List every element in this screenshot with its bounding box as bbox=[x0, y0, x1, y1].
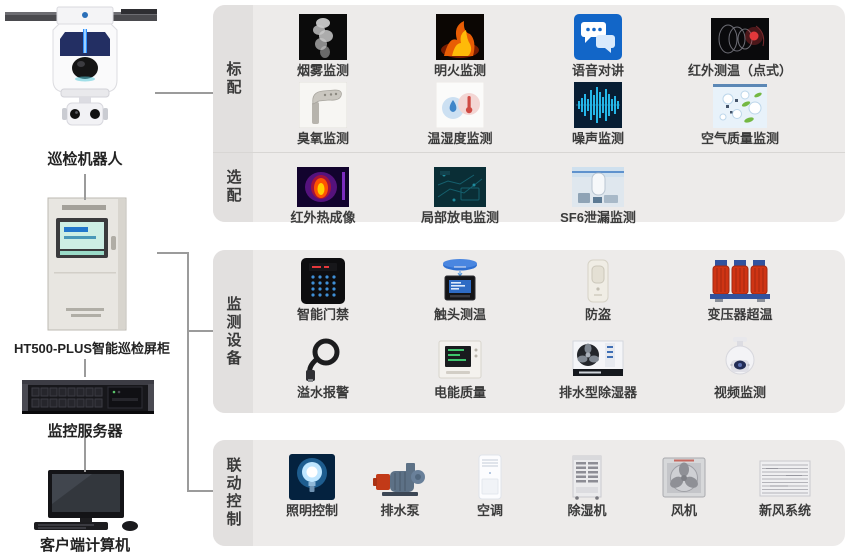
anti-theft-sensor-icon bbox=[587, 259, 609, 303]
item-fresh-air-system: 新风系统 bbox=[737, 454, 833, 519]
section-divider bbox=[213, 152, 845, 153]
partial-discharge-monitor-icon bbox=[434, 167, 486, 207]
item-water-overflow-alarm: 溢水报警 bbox=[248, 336, 398, 401]
access-control-icon bbox=[301, 258, 345, 304]
smoke-monitor-icon bbox=[299, 14, 347, 60]
voice-intercom-icon bbox=[574, 14, 622, 60]
robot-label: 巡检机器人 bbox=[47, 151, 123, 168]
connector-robot-cabinet bbox=[84, 174, 86, 200]
transformer-overtemp-icon bbox=[710, 260, 770, 302]
water-overflow-alarm-icon bbox=[306, 338, 340, 382]
flame-monitor-icon bbox=[436, 14, 484, 60]
item-temp-humidity-monitor: 温湿度监测 bbox=[385, 82, 535, 147]
connector-cabinet-server bbox=[84, 359, 86, 377]
item-dehumidifier: 除湿机 bbox=[539, 454, 635, 519]
dehumidifier-icon bbox=[572, 455, 602, 500]
item-transformer-overtemp: 变压器超温 bbox=[665, 258, 815, 323]
connector-branch-monitoring bbox=[187, 330, 213, 332]
air-conditioner-icon bbox=[478, 454, 502, 500]
section-label-standard: 标配 bbox=[224, 60, 242, 97]
section-strip bbox=[213, 440, 253, 546]
item-sf6-leak-monitor: SF6泄漏监测 bbox=[523, 161, 673, 226]
item-drain-pump: 排水泵 bbox=[352, 454, 448, 519]
noise-monitor-icon bbox=[574, 82, 622, 128]
lighting-control-icon bbox=[289, 454, 335, 500]
contact-temp-icon bbox=[443, 259, 477, 301]
video-camera-icon bbox=[725, 337, 755, 375]
panel-standard-optional: 标配 选配 烟雾监测 明火监测 bbox=[213, 5, 845, 225]
client-computer-label: 客户端计算机 bbox=[39, 537, 130, 554]
client-computer-icon bbox=[34, 470, 138, 531]
connector-server-computer bbox=[84, 438, 86, 472]
item-ozone-monitor: 臭氧监测 bbox=[248, 82, 398, 147]
temp-humidity-monitor-icon bbox=[436, 82, 484, 128]
item-air-quality-monitor: 空气质量监测 bbox=[665, 82, 815, 147]
item-power-quality-meter: 电能质量 bbox=[385, 336, 535, 401]
fresh-air-system-icon bbox=[759, 460, 811, 497]
item-partial-discharge-monitor: 局部放电监测 bbox=[385, 161, 535, 226]
connector-robot-panel bbox=[155, 92, 213, 94]
thermal-imaging-icon bbox=[297, 167, 349, 207]
panel-monitoring: 监测设备 智能门禁 bbox=[213, 250, 845, 413]
power-quality-meter-icon bbox=[438, 340, 482, 379]
item-drainage-dehumidifier: 排水型除湿器 bbox=[523, 336, 673, 401]
section-label-control: 联动控制 bbox=[224, 457, 242, 529]
connector-cabinet-trunk bbox=[157, 252, 189, 254]
item-anti-theft-sensor: 防盗 bbox=[523, 258, 673, 323]
item-ir-spot-temp: 红外测温（点式） bbox=[665, 14, 815, 79]
item-contact-temp: 触头测温 bbox=[385, 258, 535, 323]
cabinet-label: HT500-PLUS智能巡检屏柜 bbox=[13, 341, 171, 356]
item-access-control: 智能门禁 bbox=[248, 258, 398, 323]
item-noise-monitor: 噪声监测 bbox=[523, 82, 673, 147]
section-strip bbox=[213, 250, 253, 413]
ir-spot-temp-icon bbox=[711, 18, 769, 60]
rail-inspection-robot-icon bbox=[5, 6, 157, 126]
ozone-monitor-icon bbox=[299, 82, 347, 128]
rack-server-icon bbox=[22, 380, 154, 414]
item-thermal-imaging: 红外热成像 bbox=[248, 161, 398, 226]
panel-control: 联动控制 照明控制 排水泵 bbox=[213, 440, 845, 546]
item-video-camera: 视频监测 bbox=[665, 336, 815, 401]
section-strip bbox=[213, 5, 253, 222]
drainage-dehumidifier-icon bbox=[572, 340, 624, 376]
item-air-conditioner: 空调 bbox=[442, 454, 538, 519]
item-exhaust-fan: 风机 bbox=[636, 454, 732, 519]
air-quality-monitor-icon bbox=[713, 84, 767, 128]
item-lighting-control: 照明控制 bbox=[264, 454, 360, 519]
section-label-monitoring: 监测设备 bbox=[224, 295, 242, 368]
item-voice-intercom: 语音对讲 bbox=[523, 14, 673, 79]
connector-trunk-vertical bbox=[187, 252, 189, 492]
inspection-cabinet-icon bbox=[47, 197, 127, 331]
item-smoke-monitor: 烟雾监测 bbox=[248, 14, 398, 79]
section-label-optional: 选配 bbox=[224, 169, 242, 205]
exhaust-fan-icon bbox=[662, 457, 706, 498]
connector-branch-control bbox=[187, 490, 213, 492]
server-label: 监控服务器 bbox=[47, 423, 123, 440]
drain-pump-icon bbox=[373, 463, 425, 496]
item-flame-monitor: 明火监测 bbox=[385, 14, 535, 79]
sf6-leak-monitor-icon bbox=[572, 167, 624, 207]
